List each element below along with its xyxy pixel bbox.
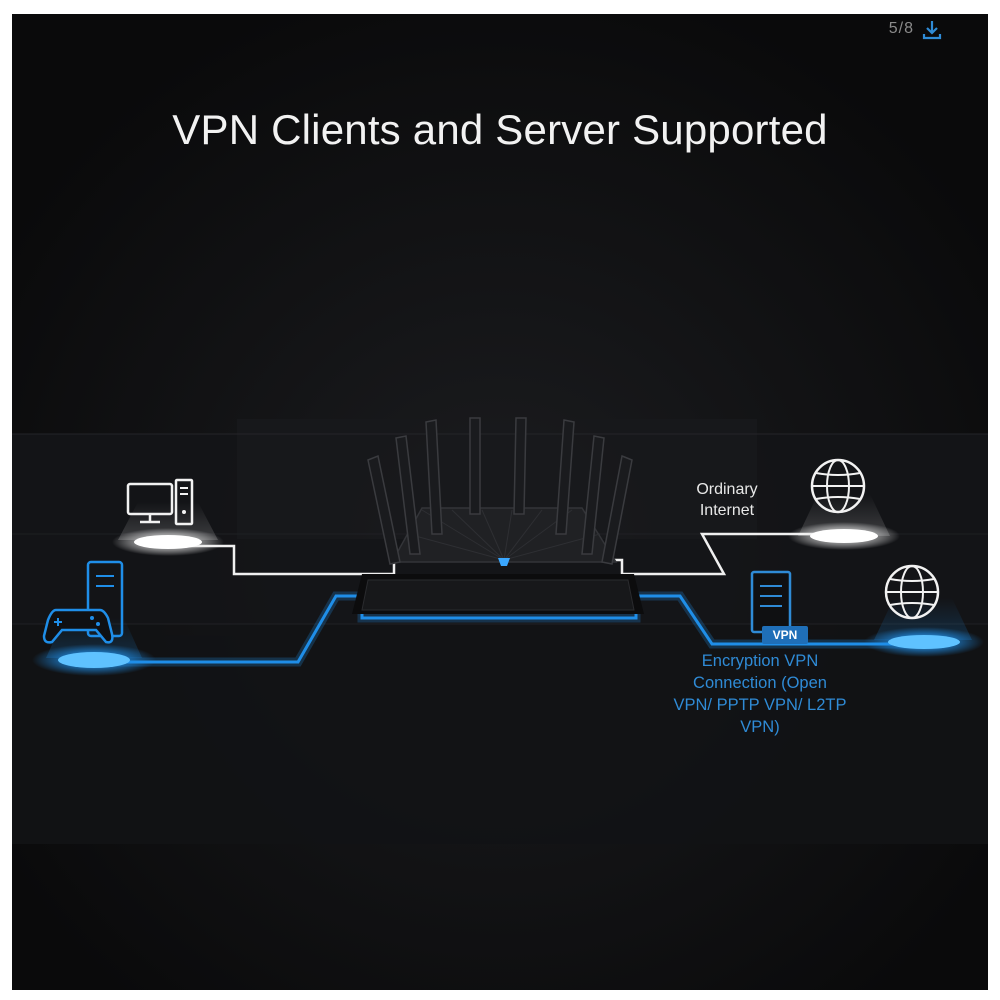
vpn-connection-label: Encryption VPN Connection (Open VPN/ PPT…	[673, 652, 847, 736]
network-scene	[12, 14, 988, 990]
download-icon[interactable]	[920, 18, 944, 42]
banner-title: VPN Clients and Server Supported	[172, 106, 828, 153]
image-viewer: VPN Clients and Server Supported Ordinar…	[12, 14, 988, 990]
vpn-connection-line	[70, 594, 942, 664]
vpn-tag: VPN	[762, 626, 808, 644]
ordinary-internet-label: Ordinary Internet	[696, 481, 758, 519]
desktop-computer-icon	[112, 478, 224, 556]
vpn-server-icon	[750, 570, 792, 634]
globe-icon-blue-pad	[864, 564, 984, 657]
gamepad-and-tower-icon	[32, 560, 156, 676]
globe-icon	[788, 458, 900, 550]
image-counter: 5/8	[888, 20, 914, 37]
router-icon	[352, 417, 644, 614]
